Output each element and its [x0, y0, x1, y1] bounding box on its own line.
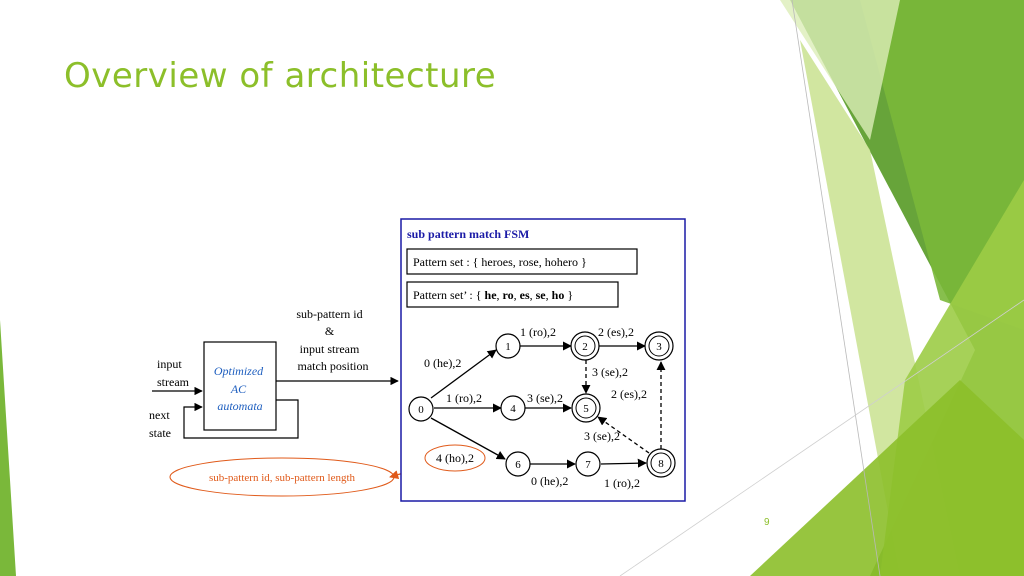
edge-label-2-3: 2 (es),2	[598, 325, 634, 339]
output-label: sub-pattern id & input stream match posi…	[296, 307, 368, 373]
ac-automata-label: Optimized AC automata	[214, 364, 266, 413]
fsm-title: sub pattern match FSM	[407, 227, 529, 241]
bg-shape-mid	[860, 0, 1024, 330]
bg-shape-pale	[780, 0, 900, 140]
edge-label-0-4: 1 (ro),2	[446, 391, 482, 405]
pattern-set-prime-box	[406, 281, 619, 308]
slide-title: Overview of architecture	[64, 56, 497, 96]
edge-label-0-6: 4 (ho),2	[436, 451, 474, 465]
svg-text:7: 7	[585, 459, 591, 471]
edge-label-8-3: 2 (es),2	[611, 387, 647, 401]
page-number: 9	[764, 517, 770, 528]
edge-0-1	[430, 349, 497, 399]
edge-7-8	[600, 458, 647, 468]
edge-8-5	[597, 416, 650, 454]
svg-text:5: 5	[583, 403, 589, 415]
pattern-set-text: Pattern set : { heroes, rose, hohero }	[413, 255, 587, 269]
svg-text:3: 3	[656, 341, 662, 353]
edge-label-6-7: 0 (he),2	[531, 474, 568, 488]
bg-thin-line	[791, 0, 881, 576]
next-state-label: next state	[149, 408, 173, 440]
svg-text:1: 1	[505, 341, 511, 353]
edge-label-8-5: 3 (se),2	[584, 429, 620, 443]
edge-label-4-5: 3 (se),2	[527, 391, 563, 405]
left-edge-shape	[0, 320, 16, 576]
bg-shape-bottom	[750, 380, 1024, 576]
state-7: 7	[575, 451, 601, 477]
edge-label-0-1: 0 (he),2	[424, 356, 461, 370]
edge-0-6	[430, 417, 506, 460]
state-1: 1	[495, 333, 521, 359]
state-5: 5	[571, 393, 601, 423]
svg-text:8: 8	[658, 458, 664, 470]
state-0: 0	[408, 396, 434, 422]
edge-label-7-8: 1 (ro),2	[604, 476, 640, 490]
state-2: 2	[570, 331, 600, 361]
pattern-set-prime-text: Pattern set’ : { he, ro, es, se, ho }	[413, 288, 573, 302]
state-6: 6	[505, 451, 531, 477]
feedback-loop	[183, 399, 299, 439]
svg-text:0: 0	[418, 404, 424, 416]
state-4: 4	[500, 395, 526, 421]
state-8: 8	[646, 448, 676, 478]
ac-automata-box	[203, 341, 277, 431]
pattern-set-box	[406, 248, 638, 275]
edge-label-2-5: 3 (se),2	[592, 365, 628, 379]
svg-text:6: 6	[515, 459, 521, 471]
input-stream-label: input stream	[157, 357, 190, 389]
svg-text:4: 4	[510, 403, 516, 415]
annotation-text: sub-pattern id, sub-pattern length	[209, 472, 356, 484]
state-3: 3	[644, 331, 674, 361]
svg-text:2: 2	[582, 341, 588, 353]
bg-thin-line-2	[619, 299, 1024, 576]
edge-label-1-2: 1 (ro),2	[520, 325, 556, 339]
edge-label-0-6-highlight	[424, 444, 486, 472]
